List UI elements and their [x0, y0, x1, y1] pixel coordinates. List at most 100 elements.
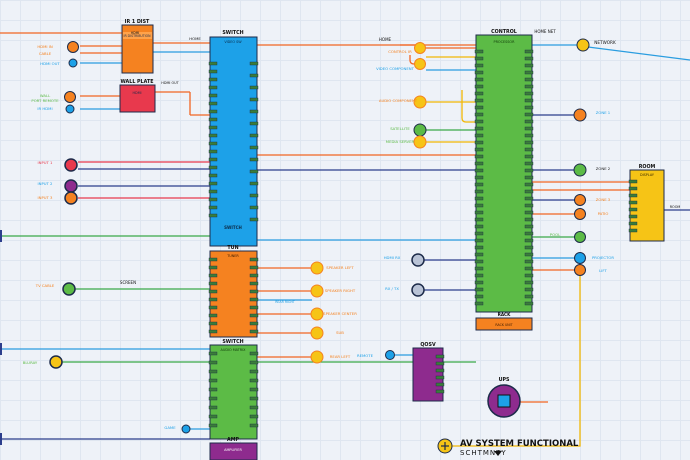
node	[385, 350, 395, 360]
port	[249, 369, 259, 374]
room-title: ROOM	[639, 164, 656, 170]
label: ZONE 2	[596, 166, 611, 171]
port	[474, 77, 484, 82]
port	[249, 73, 259, 78]
label: HDMI	[131, 31, 140, 35]
node	[411, 283, 425, 297]
port	[208, 101, 218, 106]
port	[524, 154, 534, 159]
switch2-title: SWITCH	[222, 339, 243, 345]
amp-device[interactable]: AMP AMPLIFIER	[209, 437, 258, 460]
switch2-device[interactable]: SWITCH AUDIO MATRIX	[209, 339, 258, 440]
port	[524, 203, 534, 208]
wall-plate-title: WALL PLATE	[120, 79, 153, 85]
label: POOL	[550, 232, 561, 237]
port	[208, 273, 218, 278]
port	[524, 259, 534, 264]
control-device[interactable]: CONTROL PROCESSOR	[475, 29, 533, 313]
node	[64, 158, 78, 172]
label: HDMI IN	[37, 44, 53, 49]
amp-title: AMP	[227, 437, 239, 443]
switch-device[interactable]: SWITCH VIDEO SW SWITCH	[209, 30, 258, 247]
node	[65, 104, 75, 114]
edge-markers	[0, 230, 2, 445]
label: MEDIA SERVER	[386, 139, 415, 144]
port	[524, 133, 534, 138]
port	[208, 414, 218, 419]
label: BLURAY	[23, 360, 38, 365]
port	[524, 105, 534, 110]
label: AUDIO COMPONENT	[379, 98, 418, 103]
wall-plate-device[interactable]: WALL PLATE HDMI	[119, 79, 156, 113]
port	[208, 281, 218, 286]
port	[474, 224, 484, 229]
port	[474, 294, 484, 299]
port	[474, 98, 484, 103]
node	[181, 424, 191, 434]
label: RX / TX	[385, 286, 399, 291]
wire	[409, 55, 420, 65]
label: SPEAKER LEFT	[326, 265, 354, 270]
label: TV CABLE	[35, 283, 55, 288]
port	[474, 287, 484, 292]
tuner-device[interactable]: TUN TUNER	[209, 245, 258, 338]
port	[474, 161, 484, 166]
ups-title: UPS	[499, 377, 510, 383]
port	[208, 165, 218, 170]
port	[208, 265, 218, 270]
label: INPUT 3	[38, 195, 54, 200]
port	[249, 181, 259, 186]
port	[208, 369, 218, 374]
port	[524, 175, 534, 180]
port	[208, 93, 218, 98]
label: INPUT 2	[38, 181, 54, 186]
node	[310, 307, 324, 321]
label: WALL	[40, 93, 51, 98]
ir-dist-device[interactable]: IR 1 DIST IR DISTRIBUTION	[121, 19, 154, 74]
port	[474, 210, 484, 215]
port	[524, 210, 534, 215]
port	[524, 189, 534, 194]
node	[310, 326, 324, 340]
port	[474, 259, 484, 264]
port	[208, 173, 218, 178]
port	[628, 214, 638, 219]
system-status: AV SYSTEM FUNCTIONAL SCHTMNTY	[460, 439, 579, 457]
ups-device[interactable]: UPS	[487, 377, 521, 418]
node	[573, 163, 587, 177]
port	[208, 109, 218, 114]
node	[413, 135, 427, 149]
label: HDMI RX	[384, 255, 401, 260]
port	[628, 179, 638, 184]
node	[49, 355, 63, 369]
port	[249, 169, 259, 174]
port	[524, 231, 534, 236]
port	[249, 265, 259, 270]
port	[208, 313, 218, 318]
port	[474, 49, 484, 54]
port	[208, 396, 218, 401]
node	[310, 261, 324, 275]
port	[474, 245, 484, 250]
label: PROJECTOR	[592, 255, 614, 260]
label: SUB	[336, 330, 344, 335]
node	[62, 282, 76, 296]
port	[628, 207, 638, 212]
label: PORT REMOTE	[31, 98, 59, 103]
port	[474, 182, 484, 187]
rack-device[interactable]: RACK RACK UNIT	[475, 312, 533, 331]
port	[435, 354, 445, 359]
port	[524, 147, 534, 152]
port	[208, 125, 218, 130]
port	[208, 149, 218, 154]
port	[524, 84, 534, 89]
port	[249, 414, 259, 419]
ir-dist-sub: IR DISTRIBUTION	[124, 34, 152, 38]
node	[414, 58, 426, 70]
port	[435, 375, 445, 380]
status-subtitle: SCHTMNTY	[460, 449, 507, 457]
port	[249, 273, 259, 278]
port	[474, 140, 484, 145]
label: ZONE 1	[596, 110, 611, 115]
